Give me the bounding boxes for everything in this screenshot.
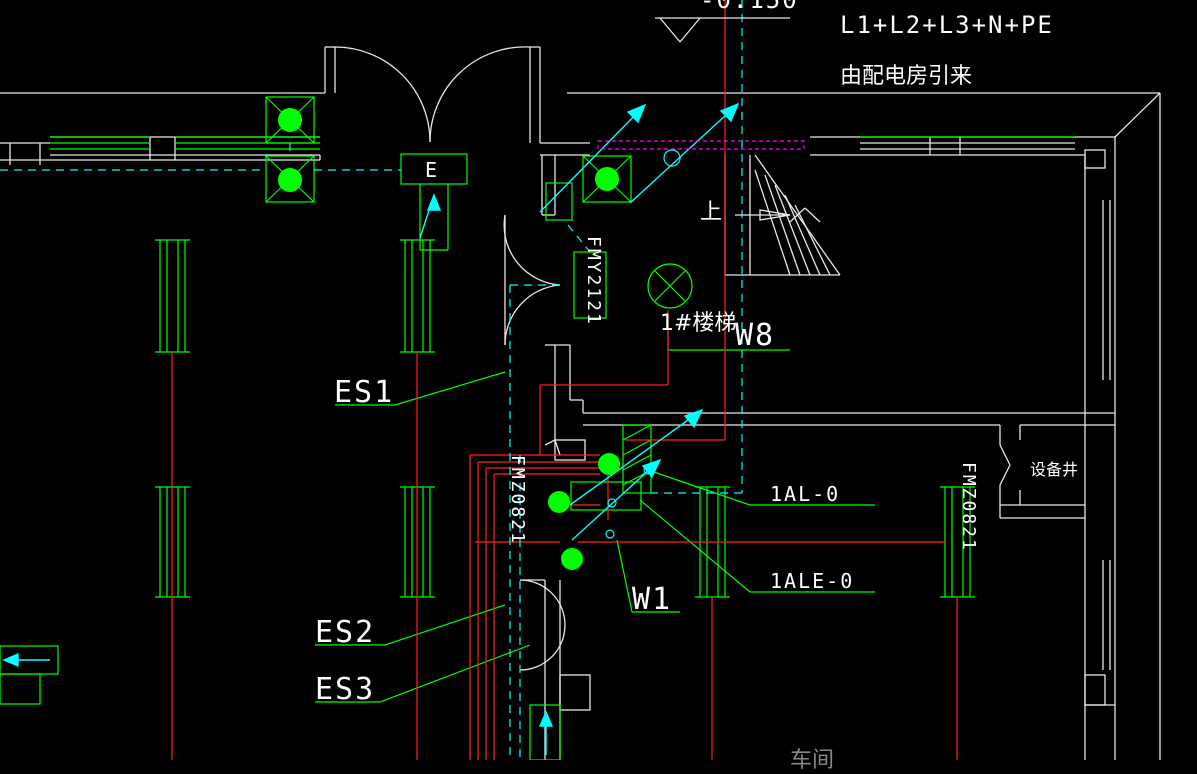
cyan-arrows bbox=[2, 102, 740, 755]
supply-source-label: 由配电房引来 bbox=[840, 64, 973, 89]
lamp-dot-1 bbox=[278, 108, 302, 132]
elevation-value: -0.150 bbox=[700, 0, 799, 14]
elevation-marker bbox=[655, 17, 821, 223]
panel-1al-label: 1AL-0 bbox=[770, 482, 841, 506]
panel-1ale-label: 1ALE-0 bbox=[770, 569, 855, 593]
wall-lines bbox=[0, 46, 1161, 760]
small-junction-circles bbox=[605, 149, 681, 539]
window-columns bbox=[0, 96, 1075, 760]
circuit-w8-label: W8 bbox=[735, 318, 776, 353]
stair-up-label: 上 bbox=[700, 200, 723, 225]
bottom-room-label: 车间 bbox=[790, 748, 835, 773]
lamp-dot-4 bbox=[598, 453, 620, 475]
door-tag-fmz-left: FMZ0821 bbox=[507, 455, 528, 545]
lamp-dot-2 bbox=[278, 168, 302, 192]
lamp-dot-3 bbox=[595, 167, 619, 191]
lamp-dot-5 bbox=[548, 491, 570, 513]
lamp-dot-6 bbox=[561, 548, 583, 570]
circuit-w1-label: W1 bbox=[632, 582, 673, 617]
stair-name-label: 1#楼梯 bbox=[660, 311, 737, 336]
supply-spec-label: L1+L2+L3+N+PE bbox=[840, 11, 1054, 39]
circuit-es2-label: ES2 bbox=[315, 615, 376, 650]
equipment-shaft-label: 设备井 bbox=[1030, 460, 1079, 479]
door-tag-fmy: FMY2121 bbox=[583, 236, 604, 326]
red-wiring bbox=[171, 0, 958, 760]
lamp-symbols bbox=[278, 108, 620, 570]
circuit-es1-label: ES1 bbox=[334, 375, 395, 410]
exit-sign-letter: E bbox=[425, 158, 438, 182]
cable-tray bbox=[597, 140, 805, 150]
door-tag-fmz-right: FMZ0821 bbox=[958, 462, 979, 552]
cyan-dashed-wiring bbox=[0, 0, 743, 760]
circuit-es3-label: ES3 bbox=[315, 672, 376, 707]
